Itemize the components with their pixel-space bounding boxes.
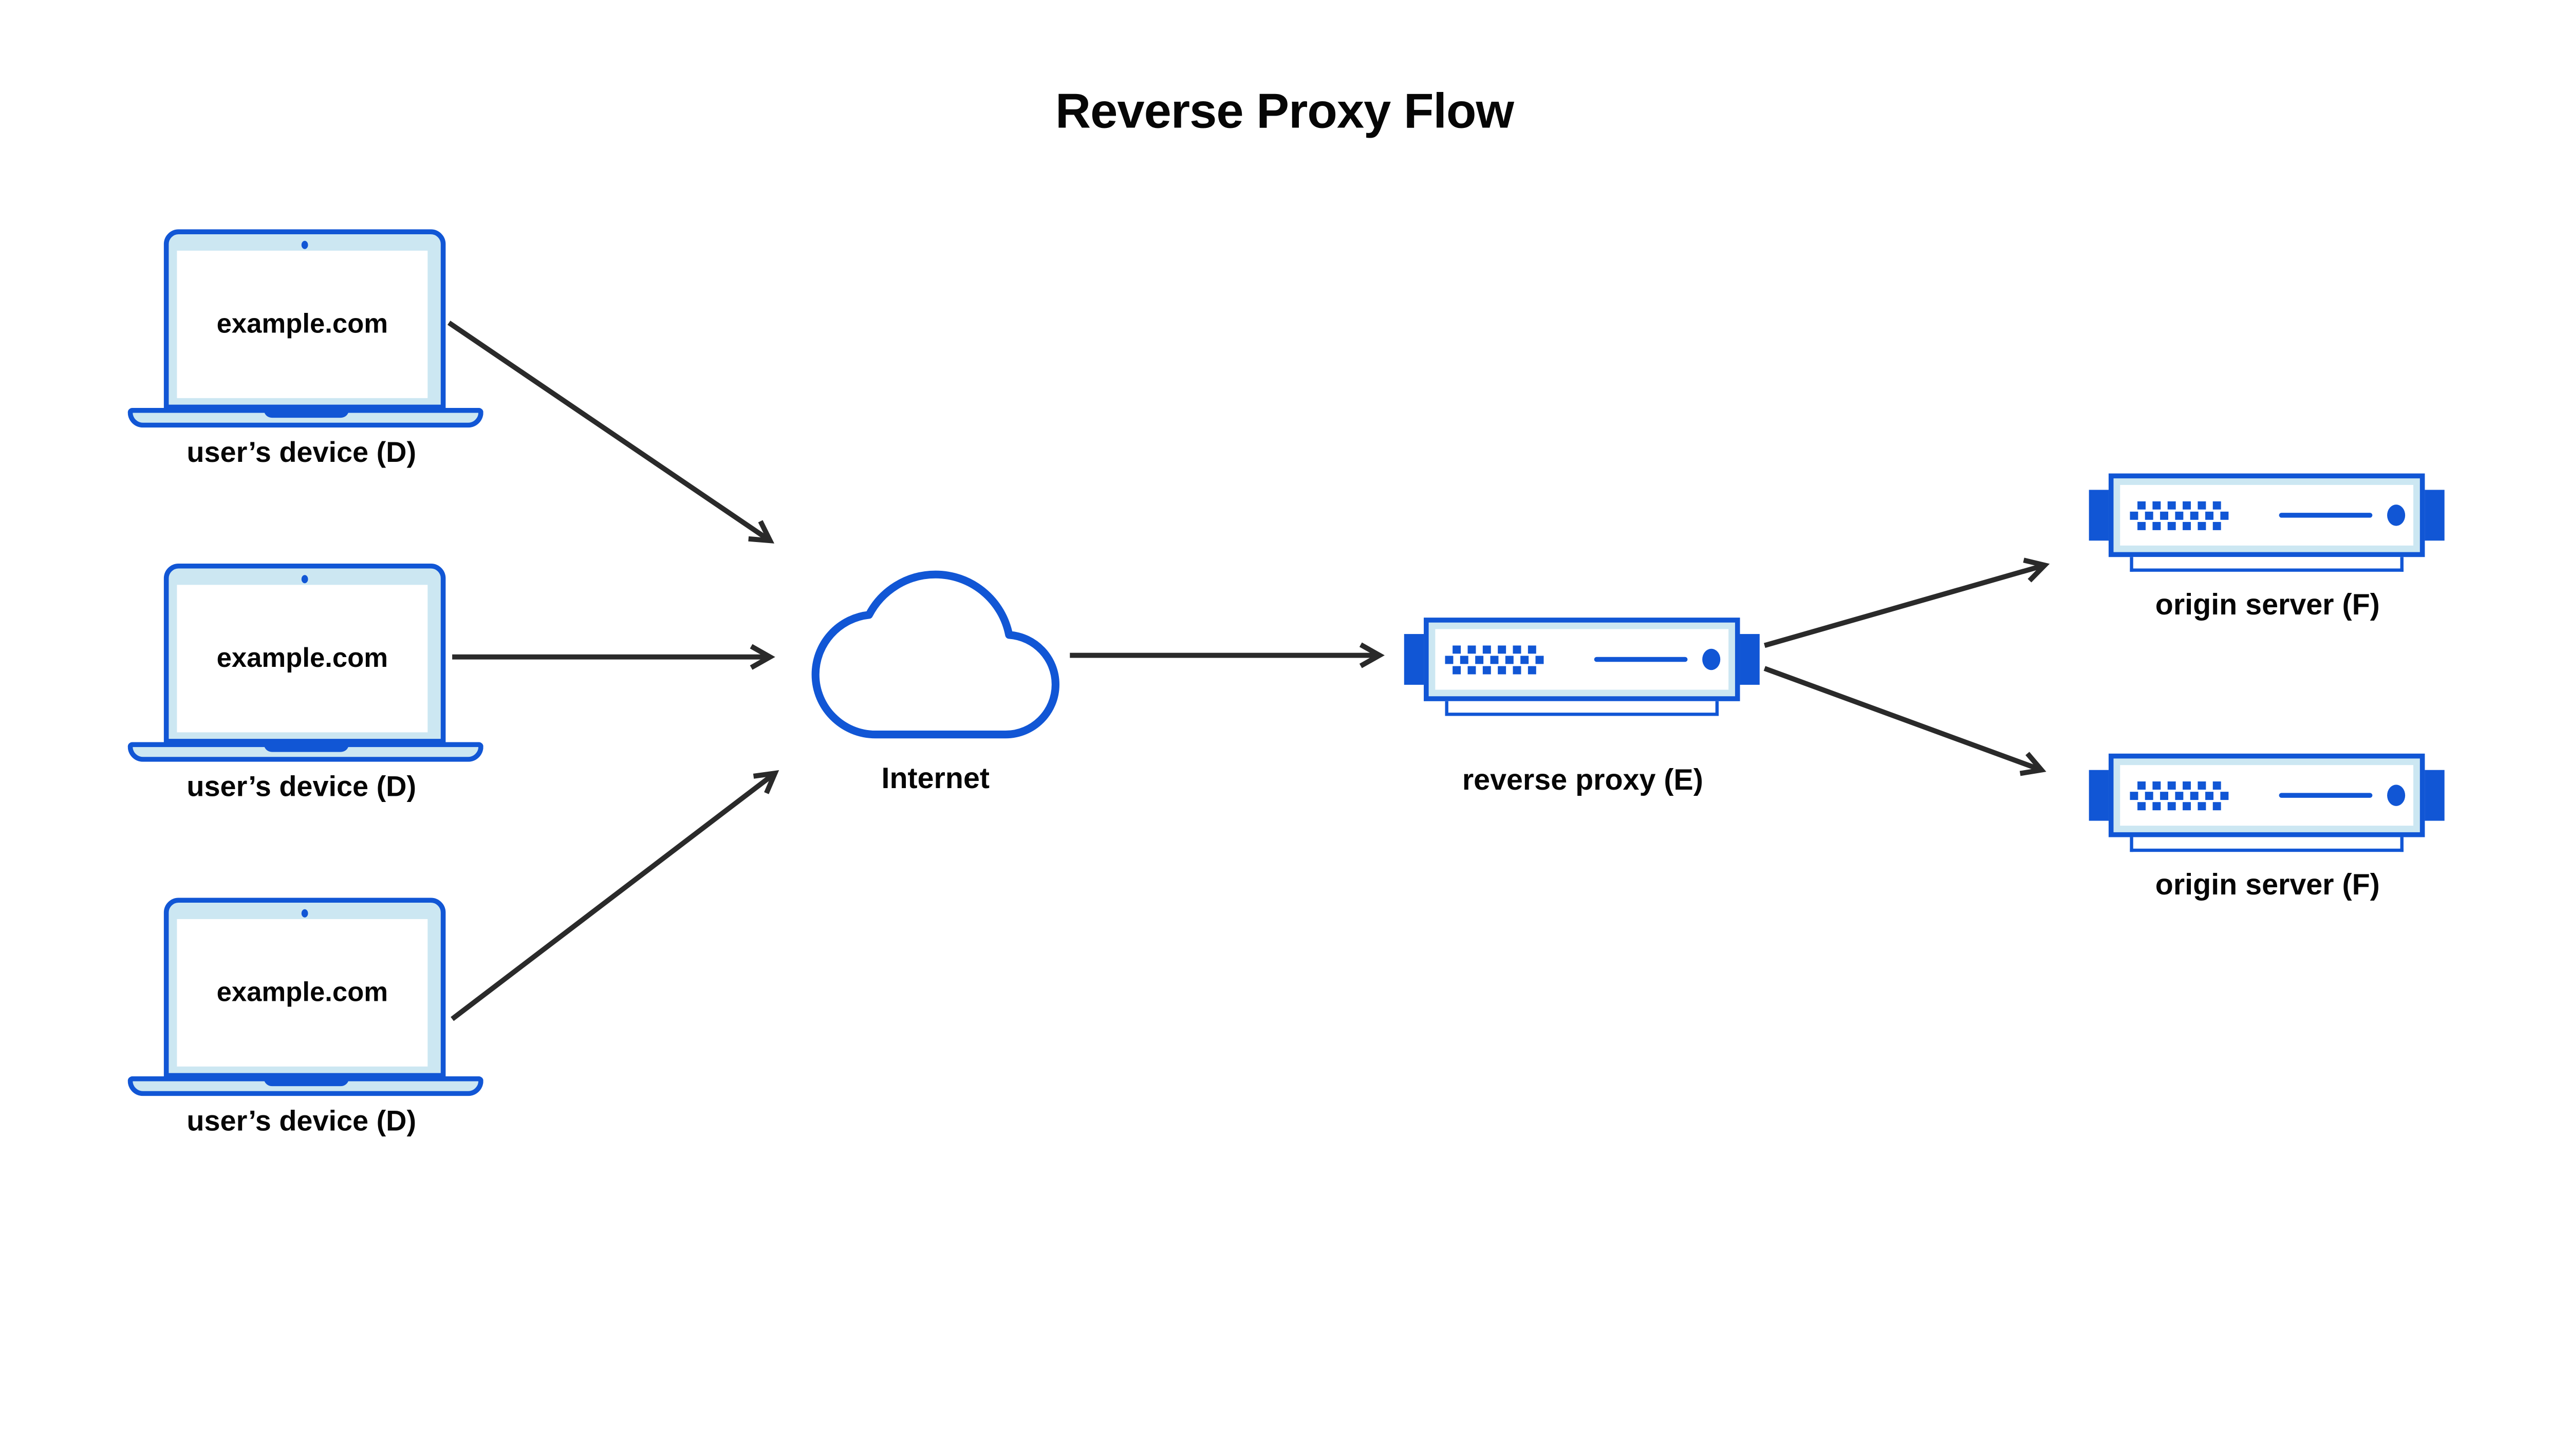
camera-dot-icon [301, 575, 308, 584]
server-base [1445, 701, 1719, 716]
laptop-screen: example.com [177, 919, 428, 1067]
reverse-proxy-label: reverse proxy (E) [1462, 763, 1703, 796]
arrow-device3-to-internet [451, 770, 779, 1021]
arrows-layer [447, 321, 2050, 1021]
server-front-panel [1435, 629, 1729, 690]
server-side-tab [2422, 490, 2445, 541]
server-side-tab [1737, 634, 1760, 685]
status-line-icon [2279, 512, 2373, 518]
led-dot-icon [2387, 505, 2406, 526]
server-side-tab [2089, 490, 2112, 541]
origin-server-2-node [2089, 753, 2445, 855]
user-device-1: example.com [127, 229, 483, 428]
laptop-icon: example.com [163, 898, 446, 1078]
status-line-icon [1594, 657, 1688, 662]
camera-dot-icon [301, 240, 308, 249]
origin-server-2-label: origin server (F) [2155, 868, 2380, 901]
server-side-tab [2089, 770, 2112, 821]
origin-server-1-label: origin server (F) [2155, 588, 2380, 621]
user-device-1-label: user’s device (D) [187, 436, 417, 469]
user-device-2-label: user’s device (D) [187, 770, 417, 803]
server-front-panel [2120, 765, 2414, 826]
server-icon [2108, 473, 2425, 557]
internet-label: Internet [881, 761, 990, 795]
arrow-proxy-to-origin1 [1763, 557, 2050, 648]
diagram-canvas: Reverse Proxy Flow example.com user’s de… [127, 85, 2445, 1137]
laptop-icon: example.com [163, 563, 446, 744]
screen-url-text: example.com [216, 309, 388, 339]
laptop-hinge-notch [263, 1076, 348, 1087]
laptop-icon: example.com [163, 229, 446, 410]
user-device-2: example.com [127, 563, 483, 762]
arrow-device1-to-internet [447, 321, 775, 544]
led-dot-icon [2387, 785, 2406, 806]
server-icon [2108, 753, 2425, 837]
vent-dots-icon [2130, 780, 2229, 810]
screen-url-text: example.com [216, 643, 388, 673]
user-device-3-label: user’s device (D) [187, 1104, 417, 1137]
server-side-tab [2422, 770, 2445, 821]
user-device-3: example.com [127, 898, 483, 1096]
reverse-proxy-node [1404, 618, 1760, 719]
vent-dots-icon [1445, 644, 1544, 674]
laptop-hinge-notch [263, 742, 348, 752]
server-icon [1424, 618, 1740, 701]
diagram-title: Reverse Proxy Flow [1055, 85, 1514, 140]
laptop-screen: example.com [177, 250, 428, 398]
server-front-panel [2120, 484, 2414, 546]
led-dot-icon [1702, 648, 1721, 670]
screen-url-text: example.com [216, 977, 388, 1007]
laptop-hinge-notch [263, 408, 348, 418]
cloud-icon [811, 570, 1059, 739]
server-base [2130, 557, 2404, 572]
server-base [2130, 837, 2404, 852]
camera-dot-icon [301, 909, 308, 918]
vent-dots-icon [2130, 500, 2229, 530]
arrow-proxy-to-origin2 [1763, 666, 2046, 776]
server-side-tab [1404, 634, 1427, 685]
status-line-icon [2279, 793, 2373, 798]
laptop-screen: example.com [177, 585, 428, 733]
origin-server-1-node [2089, 473, 2445, 575]
